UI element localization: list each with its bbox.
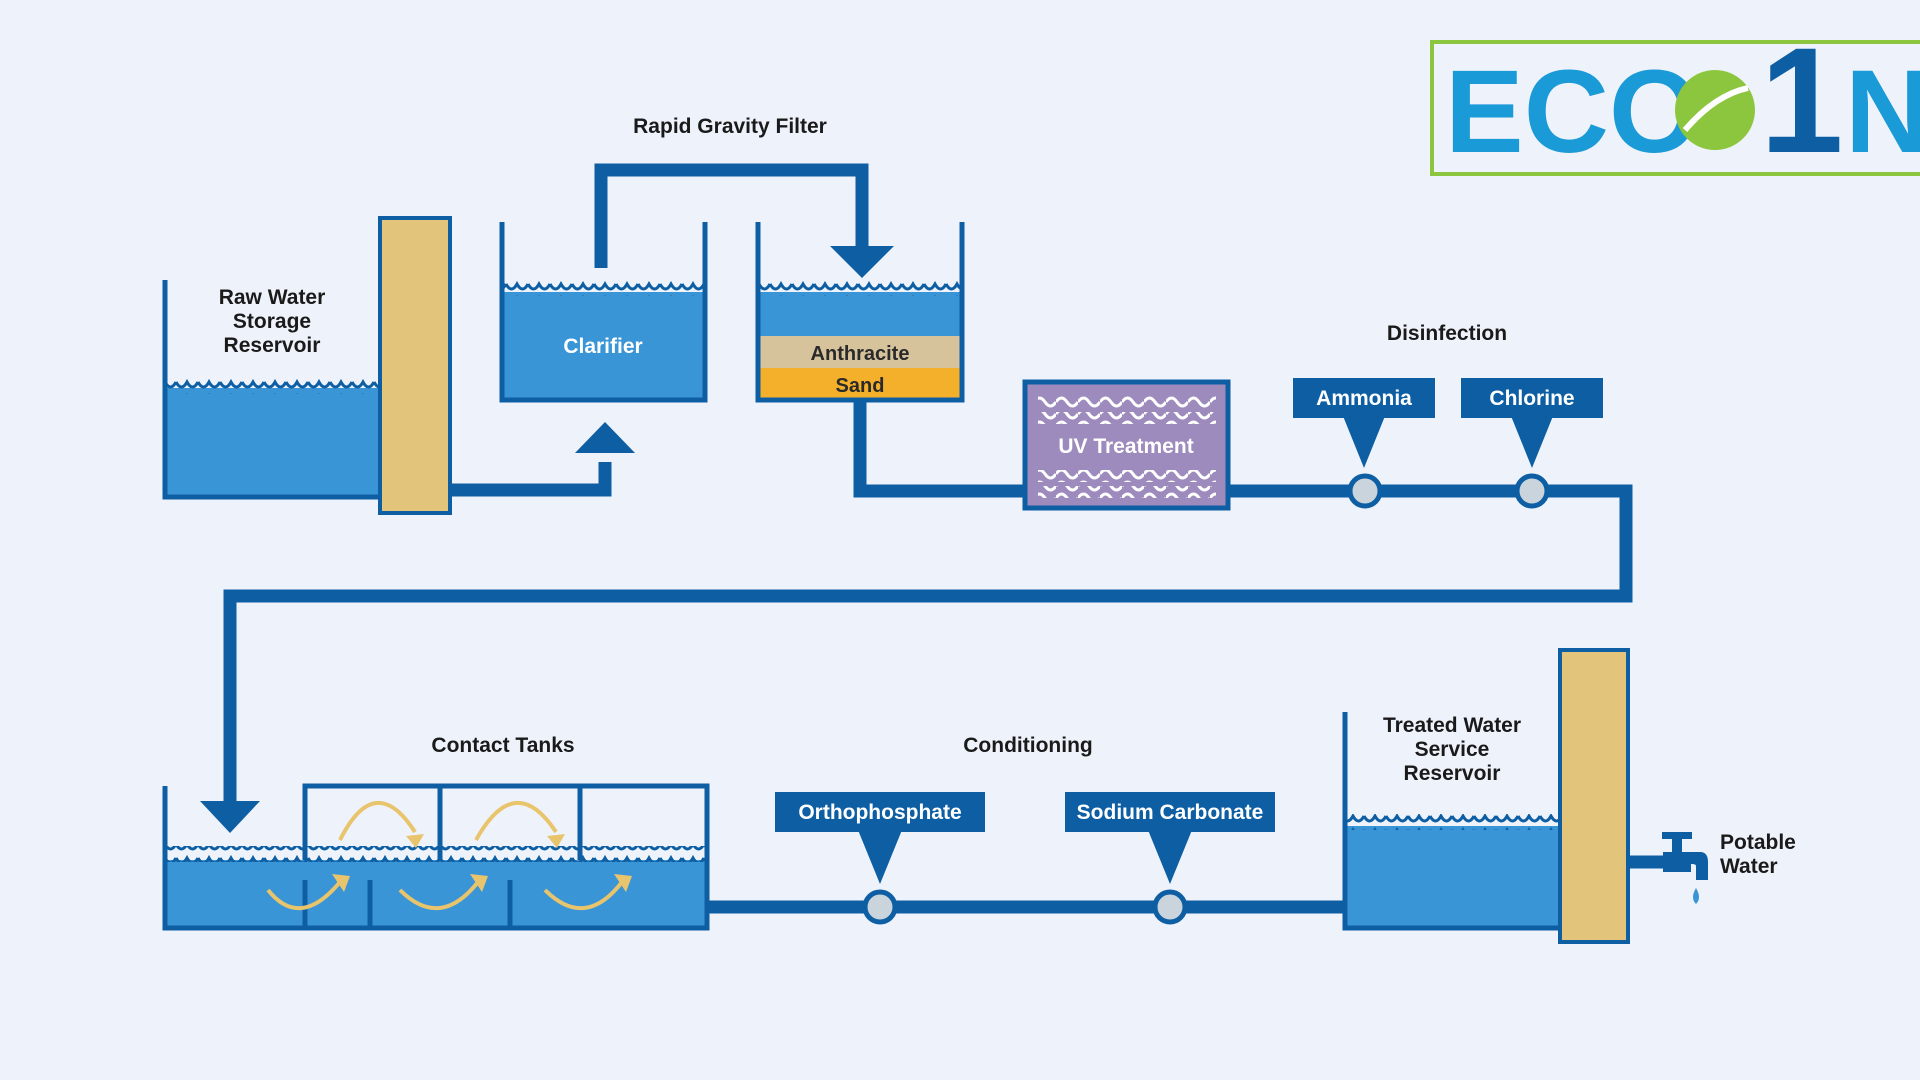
logo-border [1430,40,1920,176]
treated-water-label-line2: Service [1415,738,1490,761]
anthracite-label: Anthracite [811,343,910,365]
pipe-filter-to-uv [853,400,1025,498]
conditioning-label: Conditioning [963,734,1092,757]
logo-text-ne: NE [1845,46,1920,178]
pipe-clarifier-to-filter [594,163,869,268]
ammonia-dosing-pointer [1343,416,1385,468]
pipe-reservoir-to-clarifier [450,462,612,497]
orthophosphate-label: Orthophosphate [798,801,961,824]
raw-reservoir-wall [378,216,452,515]
disinfection-stage: Disinfection Ammonia Chlorine [1293,322,1603,509]
ammonia-label: Ammonia [1316,387,1412,410]
flow-curve-1 [266,880,342,910]
treated-water-label-line1: Treated Water [1383,714,1521,737]
flow-curve-4 [474,801,558,841]
uv-treatment-label: UV Treatment [1058,435,1193,458]
raw-water-reservoir: Raw Water Storage Reservoir [162,216,452,515]
chlorine-dosing-pointer [1511,416,1553,468]
flow-curve-3 [398,880,480,911]
logo-leaf-icon [1675,70,1755,150]
raw-water-label-line2: Storage [233,310,311,333]
disinfection-label: Disinfection [1387,322,1507,345]
potable-water-label-line2: Water [1720,855,1778,878]
rapid-gravity-filter-label: Rapid Gravity Filter [633,115,827,138]
pipe-uv-to-disinfection [223,484,1633,808]
pipework [223,163,1665,914]
contact-tanks: Contact Tanks [162,734,710,931]
contact-tanks-label: Contact Tanks [431,734,574,757]
arrow-down-into-contact-tanks [200,801,260,833]
flow-curve-2 [338,801,417,841]
chlorine-dosing-box [1461,378,1603,418]
potable-water-outlet: Potable Water [1662,831,1796,904]
tap-icon [1662,832,1708,904]
potable-water-label-line1: Potable [1720,831,1796,854]
ammonia-dosing-box [1293,378,1435,418]
clarifier-label: Clarifier [563,335,642,358]
raw-water-label-line3: Reservoir [224,334,321,357]
orthophosphate-valve-icon [862,889,898,925]
chlorine-label: Chlorine [1489,387,1574,410]
arrow-down-into-filter [830,246,894,278]
sodium-carbonate-valve-icon [1152,889,1188,925]
orthophosphate-dosing-box [775,792,985,832]
ecoone-logo: ECO 1 NE [1430,16,1920,184]
sodium-carbonate-dosing-box [1065,792,1275,832]
sodium-carbonate-dosing-pointer [1148,830,1192,884]
arrow-up-to-clarifier [575,422,635,453]
clarifier-tank: Clarifier [499,222,708,403]
logo-text-eco: ECO [1445,46,1701,178]
uv-treatment-unit: UV Treatment [1022,379,1231,511]
raw-water-label-line1: Raw Water [219,286,326,309]
sand-label: Sand [836,375,885,397]
logo-leaf-vein [1682,85,1749,132]
rapid-gravity-filter: Rapid Gravity Filter Anthracite Sand [633,115,965,403]
treated-reservoir-wall [1558,648,1630,944]
logo-numeral: 1 [1760,16,1843,184]
treated-water-reservoir: Treated Water Service Reservoir [1342,648,1630,944]
flow-curve-5 [543,880,624,911]
water-drop-icon [1693,888,1699,904]
ammonia-valve-icon [1347,473,1383,509]
orthophosphate-dosing-pointer [858,830,902,884]
sand-layer [758,368,962,400]
conditioning-stage: Conditioning Orthophosphate Sodium Carbo… [775,734,1275,925]
treated-water-label-line3: Reservoir [1404,762,1501,785]
anthracite-layer [758,336,962,368]
sodium-carbonate-label: Sodium Carbonate [1077,801,1264,824]
chlorine-valve-icon [1514,473,1550,509]
